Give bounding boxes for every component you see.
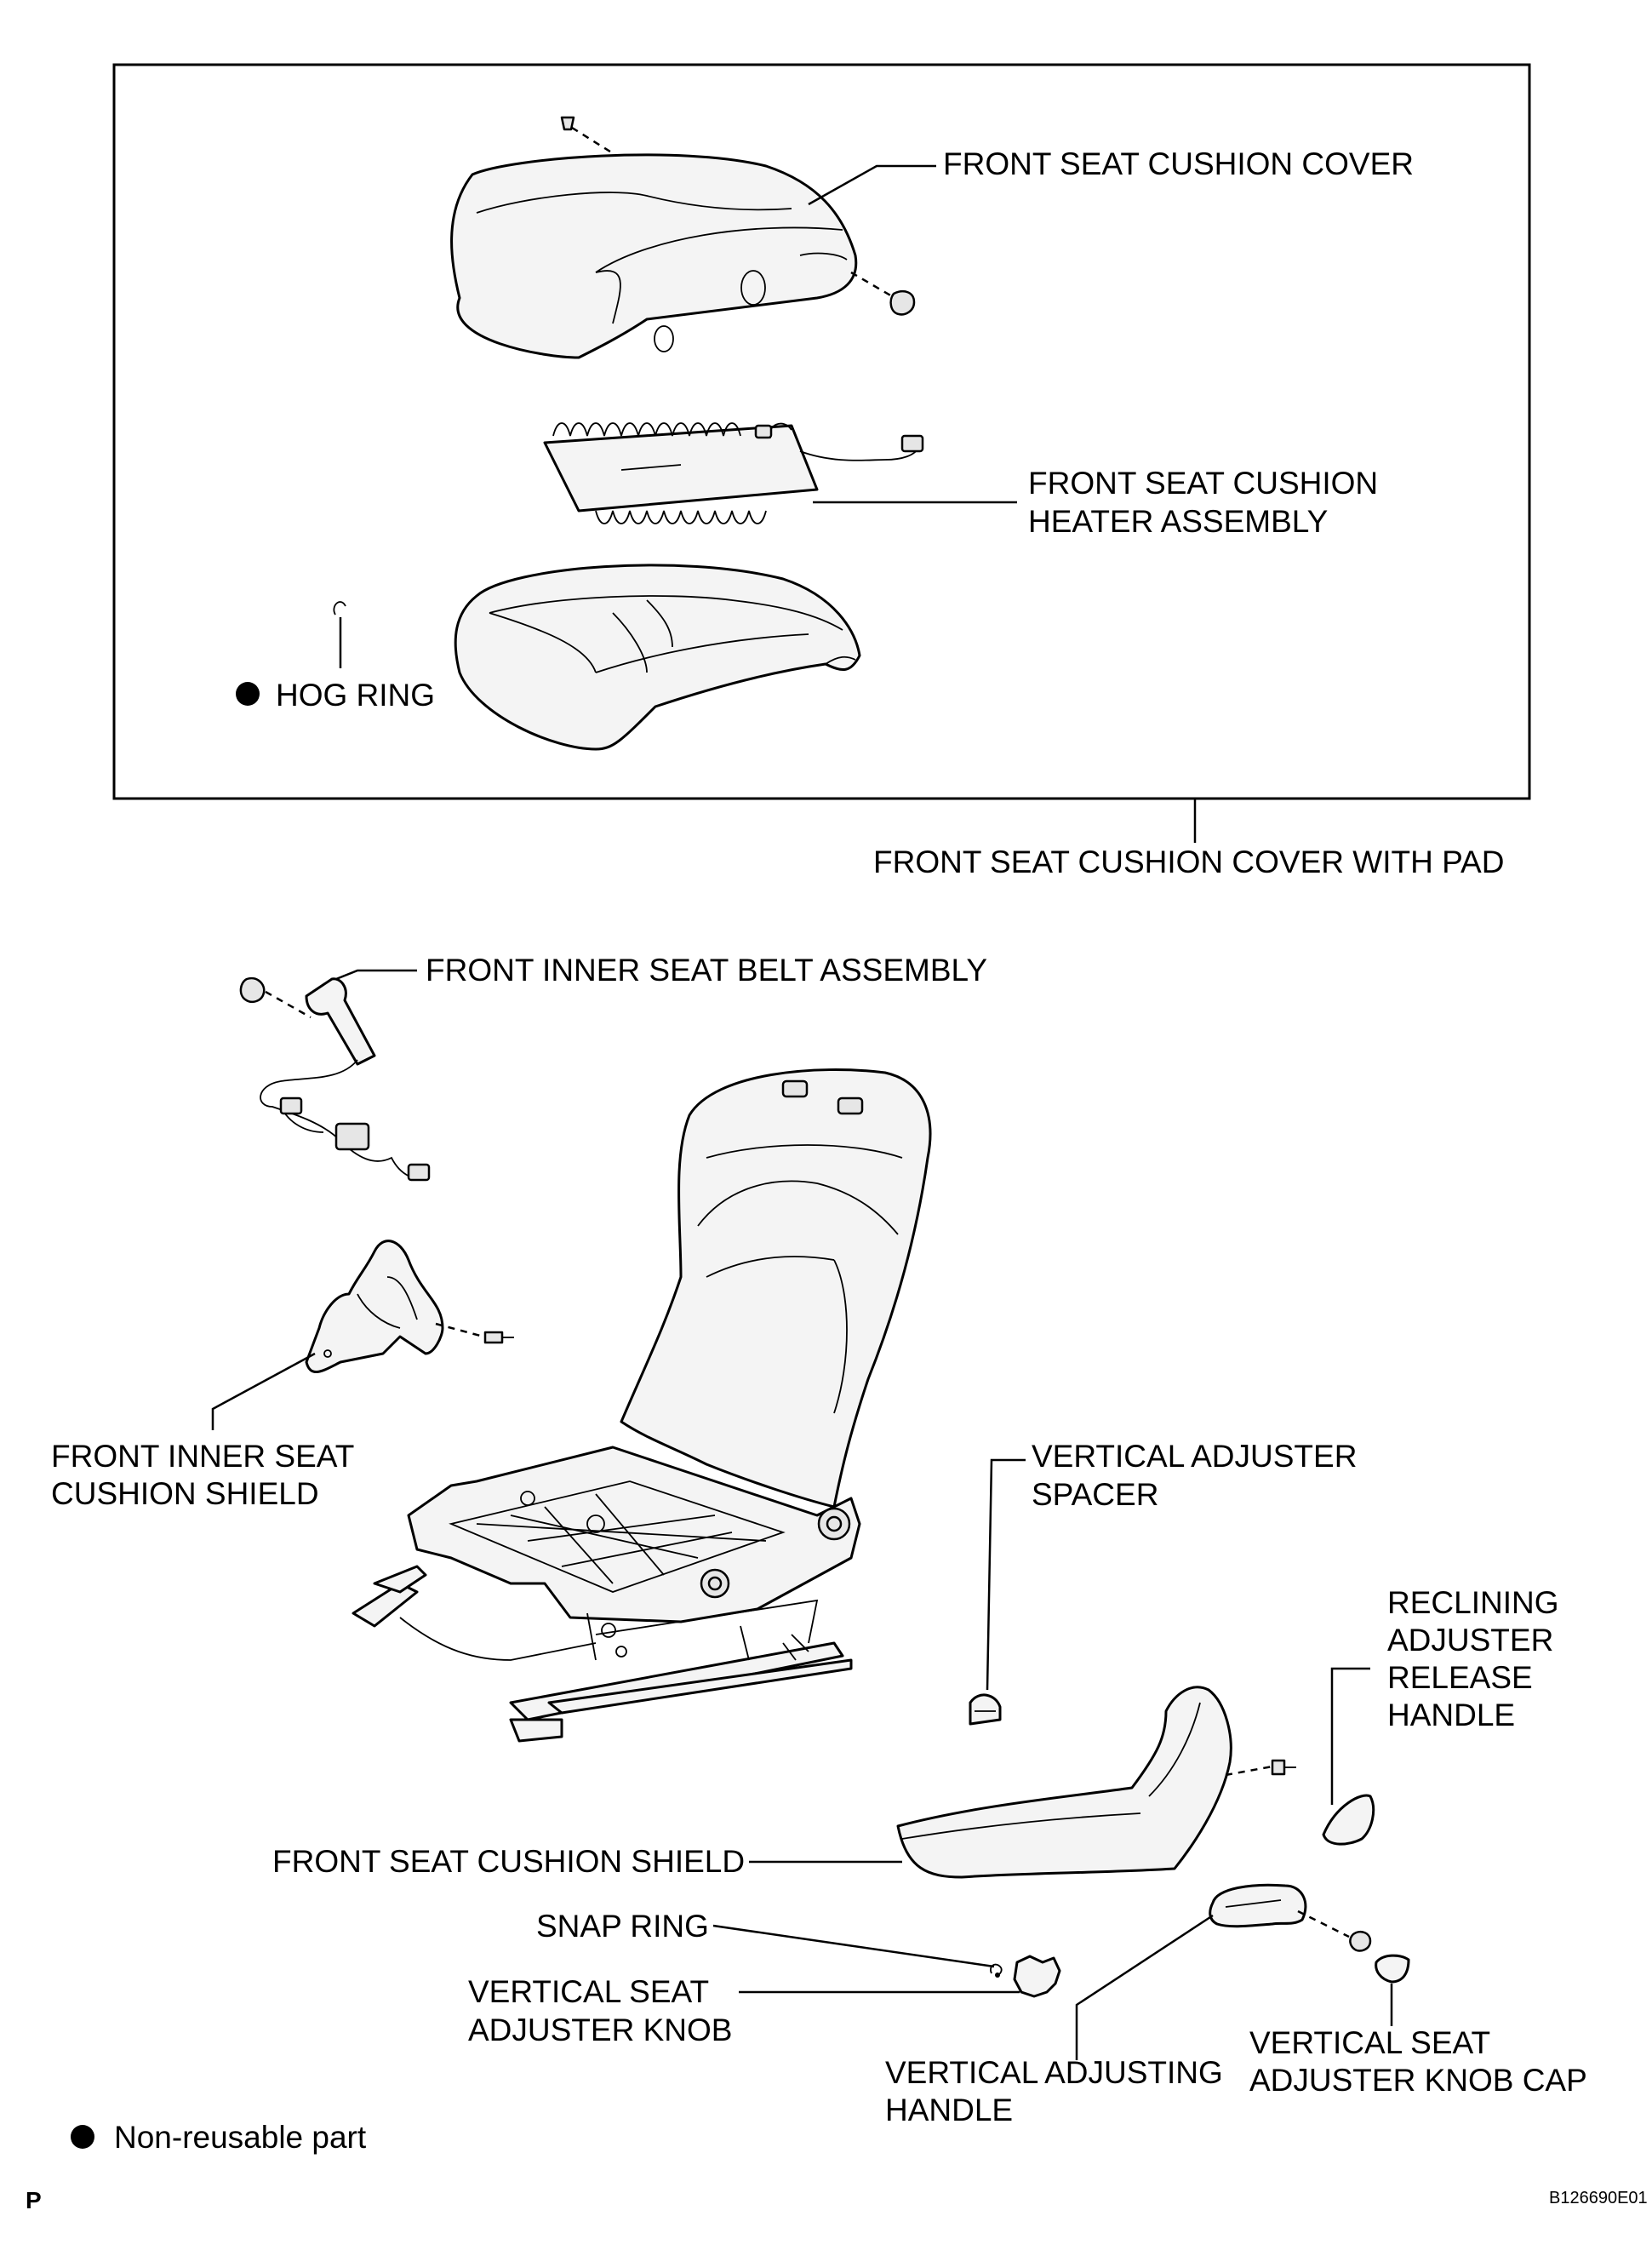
non-reusable-marker-icon	[236, 682, 260, 706]
label-heater-line2: HEATER ASSEMBLY	[1028, 504, 1328, 539]
label-knob-cap-line2: ADJUSTER KNOB CAP	[1249, 2063, 1587, 2098]
label-spacer-line2: SPACER	[1032, 1477, 1158, 1512]
front-inner-seat-belt-assembly	[239, 976, 431, 1182]
figure-id: B126690E01	[1549, 2189, 1648, 2207]
label-inner-shield-line1: FRONT INNER SEAT	[51, 1439, 354, 1474]
reclining-adjuster-release-handle	[1322, 1794, 1375, 1846]
label-heater-line1: FRONT SEAT CUSHION	[1028, 466, 1378, 501]
front-inner-seat-cushion-shield	[305, 1240, 514, 1373]
label-front-seat-cushion-cover: FRONT SEAT CUSHION COVER	[943, 146, 1414, 181]
label-reclining-line1: RECLINING	[1387, 1585, 1558, 1620]
leader-reclining-handle	[1330, 1667, 1370, 1805]
leader-spacer	[986, 1458, 1026, 1691]
label-handle-line2: HANDLE	[885, 2093, 1013, 2127]
snap-ring-icon	[990, 1963, 1003, 1978]
page-code: P	[26, 2187, 42, 2213]
label-reclining-line4: HANDLE	[1387, 1698, 1515, 1732]
label-hog-ring: HOG RING	[276, 678, 435, 713]
label-reclining-line2: ADJUSTER	[1387, 1623, 1553, 1658]
label-reclining-line3: RELEASE	[1387, 1660, 1533, 1695]
cushion-assembly-box	[112, 63, 1531, 800]
label-snap-ring: SNAP RING	[536, 1909, 709, 1944]
label-front-inner-seat-belt: FRONT INNER SEAT BELT ASSEMBLY	[426, 953, 987, 988]
vertical-adjuster-spacer	[969, 1693, 1002, 1726]
leader-seat-belt	[335, 969, 417, 981]
legend-non-reusable-icon	[71, 2125, 94, 2149]
label-cushion-cover-with-pad: FRONT SEAT CUSHION COVER WITH PAD	[873, 845, 1504, 879]
label-inner-shield-line2: CUSHION SHIELD	[51, 1476, 319, 1511]
front-seat-cushion-cover	[450, 116, 916, 359]
seat-assembly	[352, 1068, 932, 1743]
label-handle-line1: VERTICAL ADJUSTING	[885, 2055, 1223, 2090]
cushion-pad	[454, 564, 861, 751]
label-knob-cap-line1: VERTICAL SEAT	[1249, 2025, 1490, 2060]
hog-ring-icon	[333, 601, 346, 668]
leader-cushion-cover	[808, 164, 936, 206]
front-seat-cushion-heater-assembly	[543, 422, 924, 524]
vertical-adjusting-handle	[1209, 1883, 1372, 1952]
label-front-seat-cushion-shield: FRONT SEAT CUSHION SHIELD	[272, 1844, 745, 1879]
label-knob-line1: VERTICAL SEAT	[468, 1974, 709, 2009]
leader-adjusting-handle	[1075, 1914, 1214, 2060]
label-knob-line2: ADJUSTER KNOB	[468, 2013, 732, 2047]
legend-non-reusable-text: Non-reusable part	[114, 2120, 367, 2155]
leader-inner-shield	[211, 1352, 316, 1430]
leader-snap-ring	[712, 1924, 995, 1968]
label-spacer-line1: VERTICAL ADJUSTER	[1032, 1439, 1357, 1474]
vertical-seat-adjuster-knob-cap	[1375, 1954, 1410, 1984]
vertical-seat-adjuster-knob	[1013, 1955, 1061, 1998]
front-seat-cushion-shield	[896, 1686, 1296, 1879]
